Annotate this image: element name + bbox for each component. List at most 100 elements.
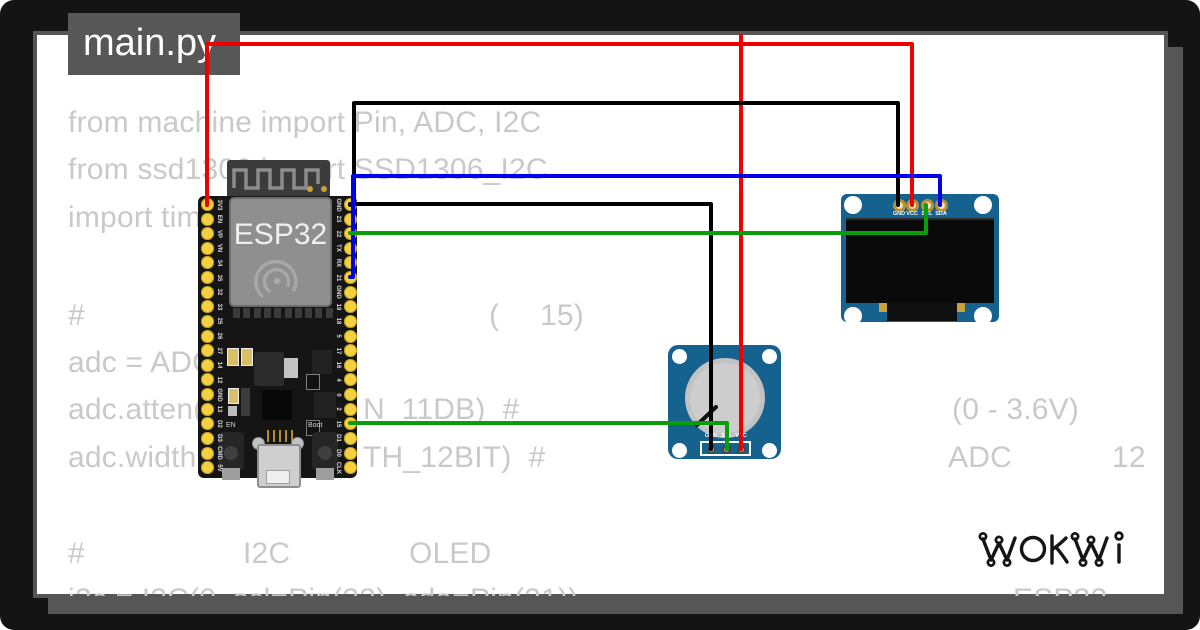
esp32-pin-d2[interactable]: [200, 417, 214, 431]
esp32-pin-gnd-r[interactable]: [343, 285, 357, 299]
esp32-pin-16-r[interactable]: [343, 358, 357, 372]
code-fragment: ESP32: [1013, 583, 1107, 596]
mounting-hole: [844, 196, 862, 214]
pot-pin-vcc[interactable]: [736, 444, 746, 454]
esp32-chip-label: ESP32: [233, 218, 328, 251]
mounting-hole: [974, 196, 992, 214]
esp32-pin-32[interactable]: [200, 285, 214, 299]
esp32-pin-15-r[interactable]: [343, 417, 357, 431]
mounting-hole: [762, 443, 777, 458]
code-fragment: ADC: [948, 441, 1012, 474]
code-line: adc.atten(N_11DB) #(0 - 3.6V): [0, 393, 1164, 426]
code-fragment: (0 - 3.6V): [952, 393, 1080, 426]
en-button-cap: [224, 446, 238, 460]
esp32-pin-26[interactable]: [200, 329, 214, 343]
boot-button-tab: [316, 468, 334, 480]
antenna-meander: [232, 168, 320, 190]
esp32-pin-17-r[interactable]: [343, 344, 357, 358]
boot-button-label: Boot: [308, 422, 323, 429]
esp32-antenna: [227, 160, 330, 200]
code-fragment: i2c = I2C(0, scl=Pin(22), sda=Pin(21)): [68, 583, 578, 596]
esp32-pin-21-r[interactable]: [343, 271, 357, 285]
code-fragment: adc.width(: [68, 441, 207, 474]
code-fragment: I2C: [243, 537, 291, 570]
esp32-pin-label: CLK: [335, 461, 341, 474]
pot-pin-sig[interactable]: [721, 444, 731, 454]
esp32-pin-18-r[interactable]: [343, 314, 357, 328]
code-line: from ssd1306 import SSD1306_I2C: [0, 153, 1164, 186]
esp32-pin-25[interactable]: [200, 314, 214, 328]
smd-capacitor: [227, 348, 239, 366]
esp32-pin-12[interactable]: [200, 373, 214, 387]
oled-pin-sda[interactable]: [934, 198, 948, 212]
esp32-pin-vn[interactable]: [200, 241, 214, 255]
potentiometer-knob[interactable]: [685, 358, 765, 438]
esp32-pin-27[interactable]: [200, 344, 214, 358]
smd-part: [241, 388, 250, 416]
diagram-layer: from machine import Pin, ADC, I2C from ss…: [0, 13, 1164, 596]
esp32-pin-label: 5V: [216, 463, 222, 472]
en-button-label: EN: [226, 422, 236, 429]
esp32-pin-34[interactable]: [200, 256, 214, 270]
code-fragment: N_11DB) #: [363, 393, 520, 426]
castellation: [243, 308, 251, 318]
esp32-pin-22-r[interactable]: [343, 227, 357, 241]
esp32-pin-d0-r[interactable]: [343, 446, 357, 460]
esp32-pin-d3[interactable]: [200, 431, 214, 445]
castellation: [263, 308, 271, 318]
esp32-pin-0-r[interactable]: [343, 388, 357, 402]
esp32-pin-5-r[interactable]: [343, 329, 357, 343]
esp32-pin-3v3[interactable]: [200, 198, 214, 211]
oled-pin-label: SDA: [935, 211, 947, 217]
esp32-pin-vp[interactable]: [200, 227, 214, 241]
esp32-pin-2-r[interactable]: [343, 402, 357, 416]
usb-opening: [266, 470, 290, 484]
mounting-hole: [974, 307, 992, 325]
wokwi-logo: [978, 531, 1124, 568]
esp32-pin-gnd[interactable]: [200, 388, 214, 402]
smd-capacitor: [228, 388, 239, 404]
esp32-pin-tx-r[interactable]: [343, 241, 357, 255]
esp32-pin-5v[interactable]: [200, 461, 214, 475]
pot-pin-gnd[interactable]: [706, 444, 716, 454]
oled-pin-vcc[interactable]: [905, 198, 919, 212]
esp32-pin-19-r[interactable]: [343, 300, 357, 314]
esp32-pin-gnd-r[interactable]: [343, 198, 357, 211]
file-tab[interactable]: main.py: [68, 13, 240, 75]
code-fragment: (: [489, 299, 500, 332]
jumper-pads: [306, 374, 320, 390]
code-fragment: 12: [1112, 441, 1146, 474]
code-line: from machine import Pin, ADC, I2C: [0, 106, 1164, 139]
esp32-pin-33[interactable]: [200, 300, 214, 314]
code-fragment: 15): [540, 299, 584, 332]
oled-pad: [879, 303, 887, 312]
oled-pin-gnd[interactable]: [892, 198, 906, 212]
oled-pad: [957, 303, 965, 312]
oled-pin-scl[interactable]: [920, 198, 934, 212]
code-fragment: #: [68, 299, 85, 332]
esp32-pin-en[interactable]: [200, 212, 214, 226]
esp32-pin-cmd[interactable]: [200, 446, 214, 460]
esp32-pin-clk-r[interactable]: [343, 461, 357, 475]
castellation: [284, 308, 292, 318]
oled-flex-connector: [887, 303, 957, 321]
esp32-pin-14[interactable]: [200, 358, 214, 372]
code-fragment: #: [68, 537, 85, 570]
mounting-hole: [844, 307, 862, 325]
esp32-pin-d1-r[interactable]: [343, 431, 357, 445]
esp32-pin-23-r[interactable]: [343, 212, 357, 226]
esp32-pin-13[interactable]: [200, 402, 214, 416]
esp32-pin-rx-r[interactable]: [343, 256, 357, 270]
boot-button-cap: [318, 446, 332, 460]
file-tab-label: main.py: [83, 22, 217, 64]
transistor: [314, 392, 336, 418]
pot-pin-label: VCC: [735, 433, 747, 439]
smd-capacitor: [241, 348, 253, 366]
castellation: [253, 308, 261, 318]
esp32-pin-4-r[interactable]: [343, 373, 357, 387]
esp32-pin-35[interactable]: [200, 271, 214, 285]
mounting-hole: [672, 443, 687, 458]
code-line: adc = ADC(: [0, 346, 1164, 379]
